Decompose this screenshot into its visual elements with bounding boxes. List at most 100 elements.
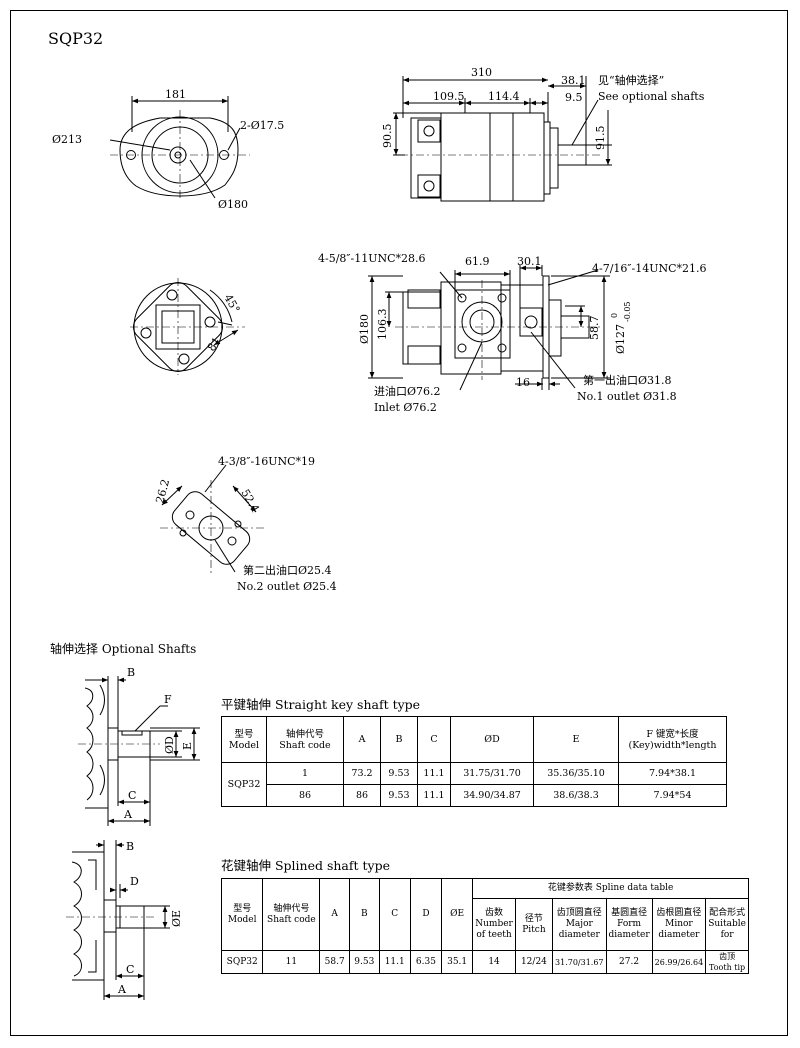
table-row: SQP32 1 73.2 9.53 11.1 31.75/31.70 35.36… (221, 762, 727, 807)
hdr-B: B (380, 716, 418, 763)
shdr-form-cn: 基圆直径 (611, 908, 648, 918)
cell-C: 11.1 (417, 784, 451, 807)
spline-group-header: 花键参数表 Spline data table (472, 878, 749, 899)
key-shaft-caption: 平键轴伸 Straight key shaft type (221, 697, 421, 712)
dim-109-5: 109.5 (433, 90, 465, 103)
key-label-C: C (128, 789, 136, 802)
scell-E: 35.1 (441, 950, 474, 974)
shdr-major-en2: diameter (558, 930, 600, 940)
side-view (393, 76, 612, 202)
dim-38-1: 38.1 (561, 74, 586, 87)
dim-91-5: 91.5 (594, 126, 607, 151)
hdr-model-cn: 型号 (234, 728, 254, 740)
spline-label-D: D (130, 875, 139, 888)
shdr-fit-en: Suitable for (708, 919, 746, 940)
dim-d127-tol-low: -0.05 (623, 301, 632, 322)
shdr-form-en1: Form (617, 919, 642, 929)
cell-B: 9.53 (380, 784, 418, 807)
shdr-E: ØE (441, 878, 474, 951)
shdr-fit-cn: 配合形式 (709, 908, 746, 918)
shdr-A: A (319, 878, 350, 951)
scell-B: 9.53 (348, 950, 380, 974)
drawing-frame (10, 10, 788, 1036)
dim-d213: Ø213 (52, 133, 82, 146)
drawing-title: SQP32 (48, 29, 103, 48)
shdr-model-en: Model (227, 914, 257, 925)
dim-d127-tol-up: 0 (610, 313, 619, 318)
dim-114-4: 114.4 (488, 90, 520, 103)
cell-D: 34.90/34.87 (450, 784, 534, 807)
port-view (368, 265, 610, 391)
cell-F: 7.94*54 (618, 784, 727, 807)
thread-right: 4-7/16″-14UNC*21.6 (592, 262, 707, 275)
dim-310: 310 (471, 66, 492, 79)
shdr-minor-en1: Minor (665, 919, 693, 929)
spline-label-A: A (117, 983, 127, 996)
dim-58-7: 58.7 (588, 316, 601, 341)
inlet-label-en: Inlet Ø76.2 (374, 401, 437, 414)
cell-A: 86 (343, 784, 381, 807)
shdr-minor-en2: diameter (658, 930, 700, 940)
hdr-D: ØD (450, 716, 534, 763)
see-shafts-note-en: See optional shafts (598, 90, 705, 103)
shdr-B: B (348, 878, 380, 951)
outlet1-label-cn: 第一出油口Ø31.8 (583, 373, 672, 387)
hdr-model-en: Model (228, 739, 260, 751)
dim-52-4: 52.4 (238, 487, 262, 515)
shdr-C: C (378, 878, 411, 951)
outlet2-label-en: No.2 outlet Ø25.4 (237, 580, 337, 593)
dim-16: 16 (516, 376, 530, 389)
spline-label-C: C (126, 963, 134, 976)
shdr-code-cn: 轴伸代号 (273, 903, 310, 914)
outlet1-label-en: No.1 outlet Ø31.8 (577, 390, 677, 403)
spline-shaft-sketch (66, 840, 170, 1000)
spline-shaft-caption: 花键轴伸 Splined shaft type (221, 858, 390, 873)
shdr-teeth-en1: Number (475, 919, 513, 929)
scell-model: SQP32 (220, 950, 264, 974)
thread-left: 4-5/8″-11UNC*28.6 (318, 252, 426, 265)
scell-code: 11 (262, 950, 321, 974)
see-shafts-note-cn: 见“轴伸选择” (598, 73, 664, 87)
scell-major: 31.70/31.67 (552, 950, 607, 974)
shdr-major-cn: 齿顶圆直径 (556, 908, 602, 918)
cell-code: 1 (266, 762, 344, 785)
hdr-F-en: (Key)width*length (628, 739, 717, 751)
key-label-B: B (127, 666, 135, 679)
shdr-major-en1: Major (565, 919, 593, 929)
dim-d180-top: Ø180 (218, 198, 248, 211)
cell-model: SQP32 (221, 762, 267, 807)
scell-form: 27.2 (605, 950, 653, 974)
table-row: SQP32 11 58.7 9.53 11.1 6.35 35.1 14 12/… (220, 950, 749, 974)
dim-30-1: 30.1 (517, 255, 542, 268)
scell-D: 6.35 (409, 950, 443, 974)
dim-90-5: 90.5 (381, 124, 394, 149)
table-row: 86 86 9.53 11.1 34.90/34.87 38.6/38.3 7.… (222, 784, 727, 807)
scell-minor: 26.99/26.64 (651, 950, 707, 974)
shdr-pitch-cn: 径节 (524, 913, 543, 924)
hdr-F-cn: F 键宽*长度 (646, 728, 699, 740)
dim-106-3: 106.3 (376, 309, 389, 341)
flange2-thread: 4-3/8″-16UNC*19 (218, 455, 315, 468)
cell-B: 9.53 (380, 762, 418, 785)
shdr-code-en: Shaft code (267, 914, 316, 925)
flange2-view (160, 464, 265, 575)
shdr-model-cn: 型号 (233, 903, 252, 914)
cell-F: 7.94*38.1 (618, 762, 727, 785)
hdr-code-cn: 轴伸代号 (285, 728, 324, 740)
shdr-minor-cn: 齿根圆直径 (656, 908, 702, 918)
flange1-view (130, 278, 245, 375)
dim-d127: Ø127 (614, 324, 627, 354)
scell-fit: 齿顶 Tooth tip (705, 950, 749, 974)
shdr-teeth-cn: 齿数 (485, 908, 504, 918)
scell-A: 58.7 (319, 950, 350, 974)
dim-45-deg: 45° (221, 292, 242, 315)
top-view (109, 96, 250, 200)
key-label-F: F (164, 693, 172, 706)
dim-181: 181 (165, 88, 186, 101)
shdr-teeth-en2: of teeth (476, 930, 512, 940)
